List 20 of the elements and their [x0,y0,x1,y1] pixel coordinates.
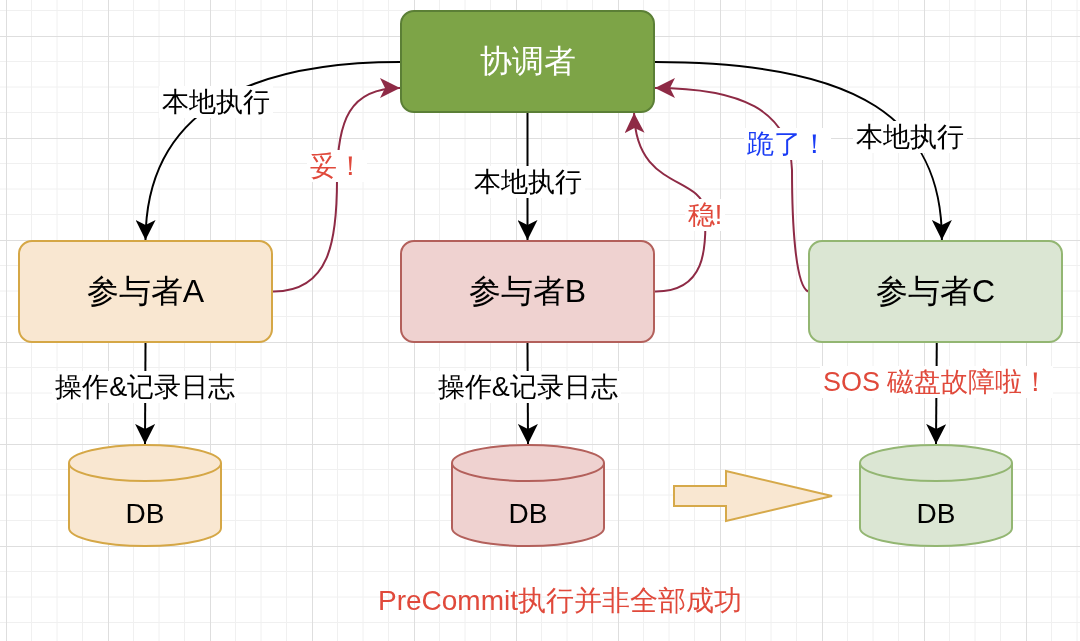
edge-label: SOS 磁盘故障啦！ [819,366,1053,399]
edge-label: 妥！ [307,150,368,183]
edge-label: 操作&记录日志 [52,371,239,404]
edge-label: 本地执行 [470,166,585,198]
process-box: 参与者A [18,240,273,343]
edge-label: 本地执行 [853,120,968,153]
edge-label: 本地执行 [159,86,274,119]
block-arrow [673,469,833,523]
arrow [272,79,401,293]
process-box: 参与者C [808,240,1063,343]
edge-label: 操作&记录日志 [434,371,621,404]
process-box: 参与者B [400,240,655,343]
database-cylinder: DB [451,444,605,547]
caption: PreCommit执行并非全部成功 [378,584,742,618]
database-cylinder: DB [68,444,222,547]
edge-label: 跪了！ [743,127,831,160]
database-cylinder: DB [859,444,1013,547]
arrow [654,61,951,241]
process-box: 协调者 [400,10,655,113]
arrow [654,78,809,293]
